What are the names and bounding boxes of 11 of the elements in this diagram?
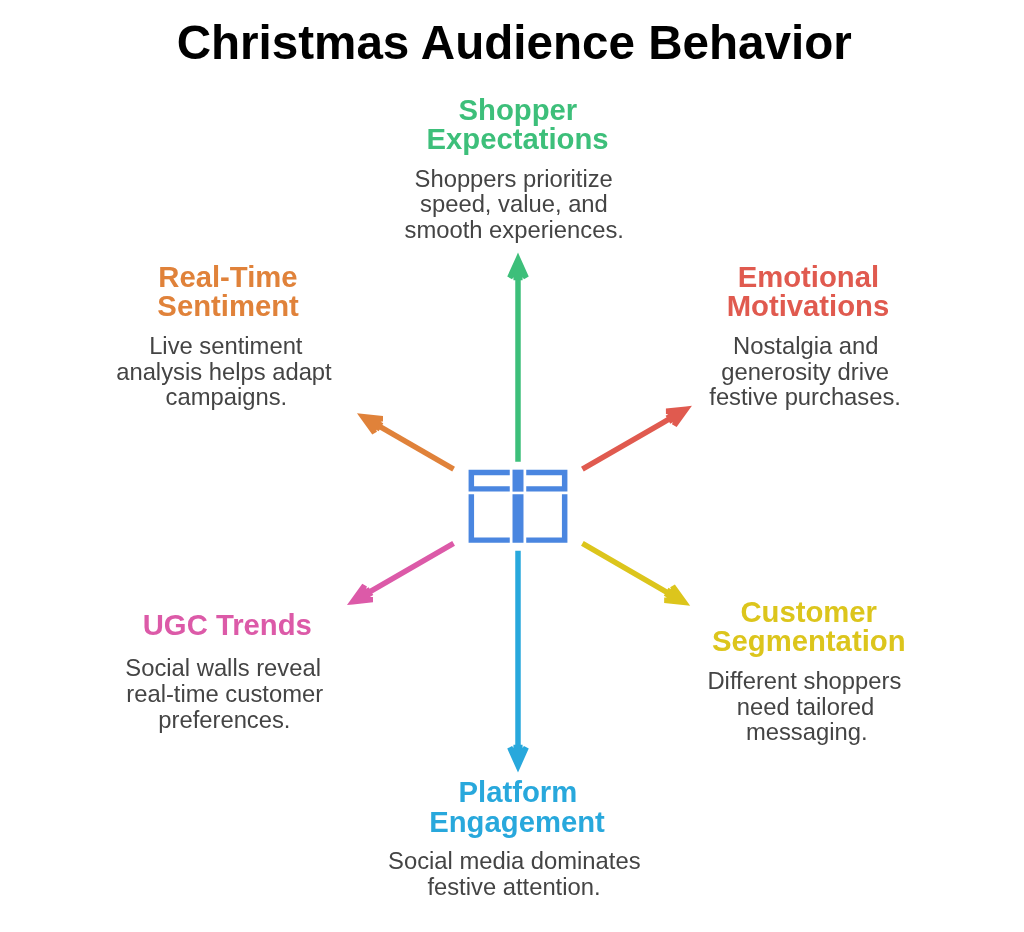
- node-text: Platform Engagement Social media dominates festive attention.: [387, 775, 641, 901]
- node-text: Emotional Motivations Nostalgia and generosity drive festive purchases.: [708, 260, 901, 411]
- node-text: Customer Segmentation Different shoppers need tailored messaging.: [706, 595, 906, 746]
- diagram-title: Christmas Audience Behavior: [176, 16, 852, 70]
- arrow: [349, 541, 455, 605]
- arrow: [580, 541, 687, 606]
- node-text: Real-Time Sentiment Live sentiment analysis helps adapt campaigns.: [115, 260, 332, 411]
- arrow: [359, 413, 455, 472]
- node-text: UGC Trends Social walls reveal real-time customer preferences.: [124, 607, 323, 733]
- arrow: [580, 406, 689, 472]
- node-text: Shopper Expectations Shoppers prioritize speed, value, and smooth experiences.: [404, 92, 624, 243]
